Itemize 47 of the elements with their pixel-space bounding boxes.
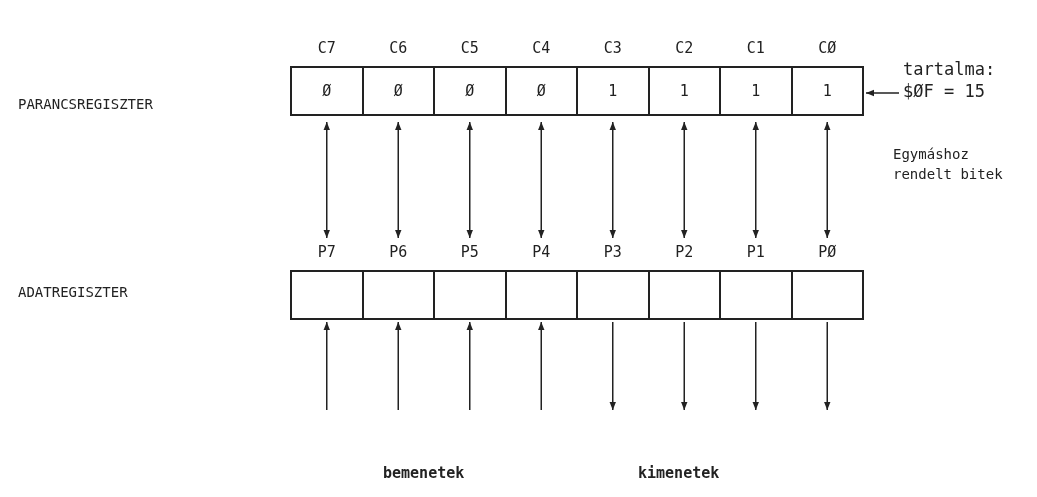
bit-label: C1: [746, 38, 765, 59]
bit-label: C3: [603, 38, 622, 59]
bit-label: P1: [746, 242, 765, 263]
bit-label: C4: [532, 38, 551, 59]
arrow: [538, 321, 545, 411]
arrow: [865, 89, 900, 97]
arrow: [466, 321, 473, 411]
arrow: [681, 121, 688, 239]
register-cell: 1: [576, 66, 650, 116]
arrow: [824, 321, 831, 411]
arrow: [681, 321, 688, 411]
register-name: ADATREGISZTER: [18, 283, 128, 302]
bit-label: P4: [532, 242, 551, 263]
arrow: [752, 321, 759, 411]
note-text: Egymáshoz rendelt bitek: [893, 145, 1004, 184]
bit-label: P5: [460, 242, 479, 263]
bit-label: C6: [389, 38, 408, 59]
arrow: [466, 121, 473, 239]
bit-label: C5: [460, 38, 479, 59]
bit-label: P7: [317, 242, 336, 263]
bit-label: PØ: [818, 242, 837, 263]
arrow: [323, 321, 330, 411]
bit-label: P3: [603, 242, 622, 263]
group-label: bemenetek: [383, 463, 465, 483]
arrow: [323, 121, 330, 239]
arrow: [609, 321, 616, 411]
arrow: [538, 121, 545, 239]
register-content-note: tartalma: $ØF = 15: [903, 58, 1013, 102]
arrow: [395, 121, 402, 239]
register-cell: 1: [790, 66, 864, 116]
bit-label: P6: [389, 242, 408, 263]
register-cell: Ø: [361, 66, 435, 116]
register-cell: Ø: [290, 66, 364, 116]
register-cell: 1: [719, 66, 793, 116]
bit-label: P2: [675, 242, 694, 263]
bit-label: C2: [675, 38, 694, 59]
bit-label: CØ: [818, 38, 837, 59]
register-cell: 1: [647, 66, 721, 116]
register-cell: Ø: [433, 66, 507, 116]
group-label: kimenetek: [638, 463, 720, 483]
register-cell: Ø: [504, 66, 578, 116]
arrow: [752, 121, 759, 239]
arrow: [609, 121, 616, 239]
arrow: [824, 121, 831, 239]
bit-label: C7: [317, 38, 336, 59]
register-name: PARANCSREGISZTER: [18, 95, 153, 114]
arrow: [395, 321, 402, 411]
